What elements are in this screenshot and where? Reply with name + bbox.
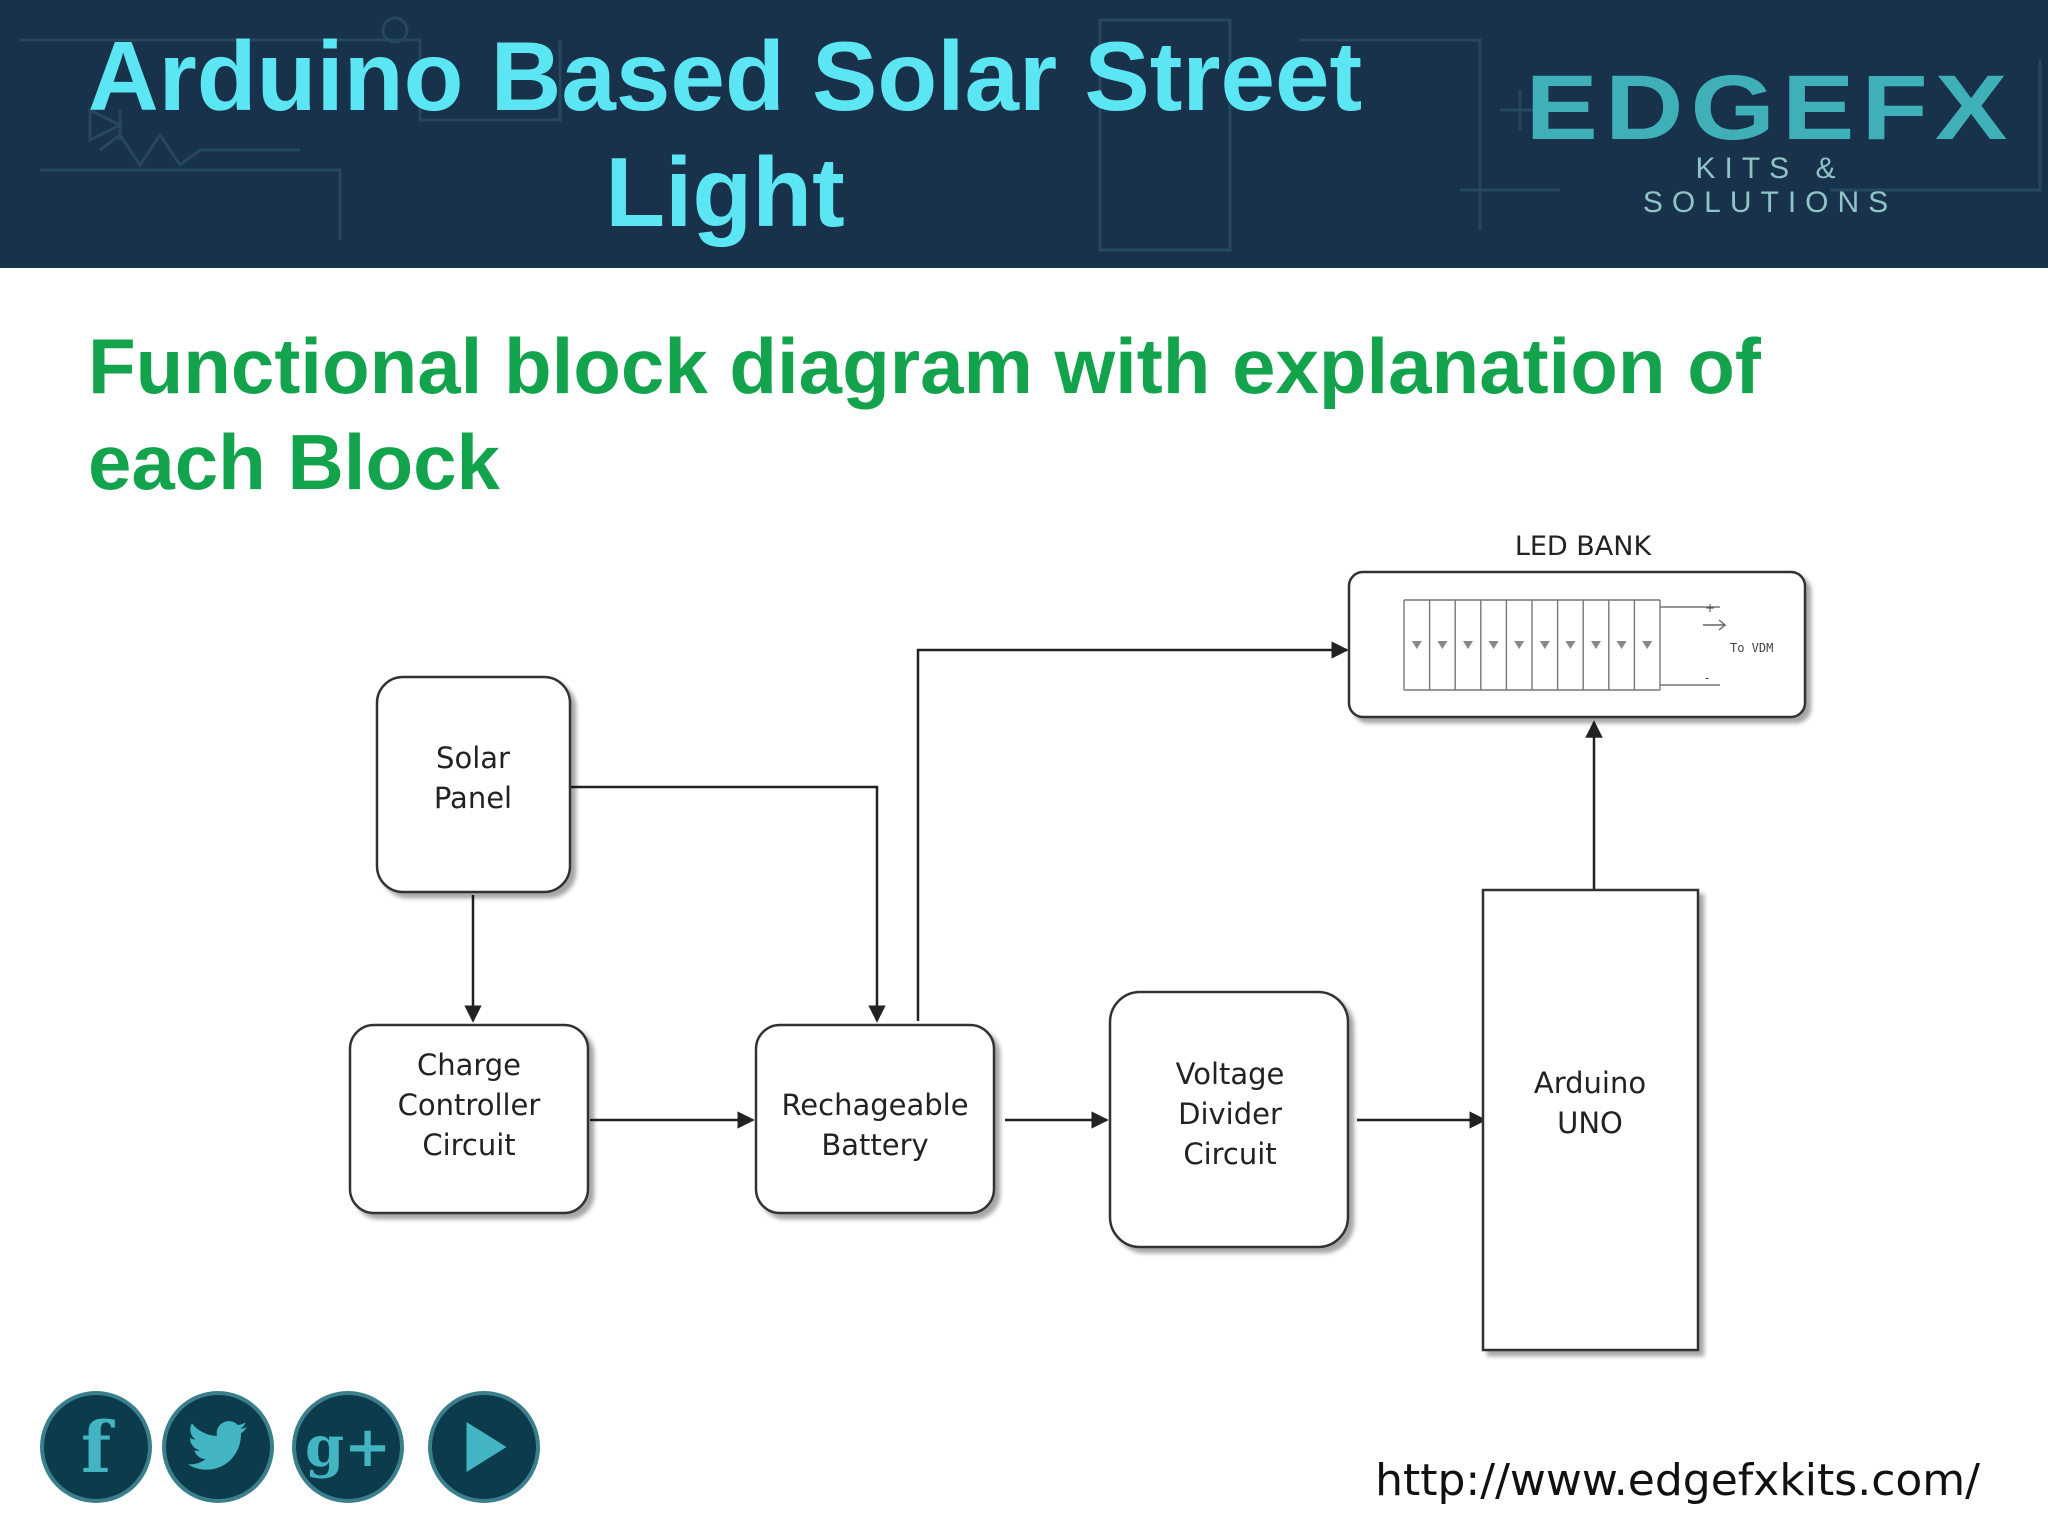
solar-panel-label-1: Solar bbox=[436, 741, 510, 775]
led-bank-output-label: To VDM bbox=[1730, 641, 1773, 655]
arrow-battery-to-ledbank bbox=[916, 641, 1349, 1021]
led-diode-icon bbox=[1437, 641, 1448, 649]
play-icon bbox=[466, 1422, 507, 1472]
charge-controller-label-2: Controller bbox=[398, 1088, 541, 1122]
slide-subtitle: Functional block diagram with explanatio… bbox=[88, 322, 1761, 506]
battery-label-1: Rechageable bbox=[781, 1088, 968, 1122]
arduino-label-1: Arduino bbox=[1534, 1066, 1646, 1100]
circuit-background-pattern bbox=[20, 16, 2042, 252]
googleplus-button[interactable]: g+ bbox=[296, 1395, 400, 1499]
led-diode-icon bbox=[1642, 641, 1653, 649]
block-led-bank: LED BANK + - To VDM bbox=[1347, 531, 1807, 719]
led-diode-icon bbox=[1591, 641, 1601, 649]
footer-url-link[interactable]: http://www.edgefxkits.com/ bbox=[1375, 1455, 1980, 1506]
led-bank-plus: + bbox=[1705, 601, 1715, 615]
led-bank-title: LED BANK bbox=[1515, 531, 1653, 562]
twitter-bird-icon bbox=[187, 1421, 248, 1470]
voltage-divider-label-3: Circuit bbox=[1183, 1137, 1276, 1171]
led-diode-icon bbox=[1565, 641, 1576, 649]
arduino-label-2: UNO bbox=[1557, 1106, 1623, 1140]
facebook-icon: f bbox=[80, 1405, 112, 1489]
voltage-divider-label-1: Voltage bbox=[1176, 1057, 1285, 1091]
solar-panel-label-2: Panel bbox=[434, 781, 512, 815]
facebook-button[interactable]: f bbox=[44, 1395, 148, 1499]
led-diode-icon bbox=[1539, 641, 1550, 649]
connector-lines bbox=[464, 641, 1603, 1129]
led-array bbox=[1403, 599, 1720, 691]
led-diode-icon bbox=[1463, 641, 1473, 649]
block-voltage-divider: Voltage Divider Circuit bbox=[1108, 990, 1350, 1249]
charge-controller-label-1: Charge bbox=[417, 1048, 521, 1082]
led-diode-icon bbox=[1514, 641, 1525, 649]
block-charge-controller: Charge Controller Circuit bbox=[348, 1023, 590, 1215]
edgefx-logo: EDGEFX KITS & SOLUTIONS bbox=[1526, 62, 2008, 219]
led-diode-icon bbox=[1616, 641, 1627, 649]
arrow-solar-to-battery bbox=[571, 785, 886, 1023]
voltage-divider-label-2: Divider bbox=[1178, 1097, 1282, 1131]
block-solar-panel: Solar Panel bbox=[375, 675, 572, 894]
output-arrow-icon bbox=[1703, 619, 1727, 631]
block-battery: Rechageable Battery bbox=[754, 1023, 996, 1215]
logo-tagline: KITS & SOLUTIONS bbox=[1642, 152, 1898, 219]
logo-wordmark: EDGEFX bbox=[1525, 57, 2015, 159]
googleplus-icon: g+ bbox=[304, 1414, 392, 1480]
charge-controller-label-3: Circuit bbox=[422, 1128, 515, 1162]
led-diode-icon bbox=[1488, 641, 1499, 649]
slide-title: Arduino Based Solar Street Light bbox=[87, 21, 1363, 247]
led-bank-minus: - bbox=[1705, 671, 1709, 685]
youtube-button[interactable] bbox=[432, 1395, 536, 1499]
block-arduino-uno: Arduino UNO bbox=[1481, 888, 1700, 1352]
led-diode-icon bbox=[1411, 641, 1422, 649]
battery-label-2: Battery bbox=[821, 1128, 928, 1162]
twitter-button[interactable] bbox=[166, 1395, 270, 1499]
header-banner: Arduino Based Solar Street Light EDGEFX … bbox=[0, 0, 2048, 268]
